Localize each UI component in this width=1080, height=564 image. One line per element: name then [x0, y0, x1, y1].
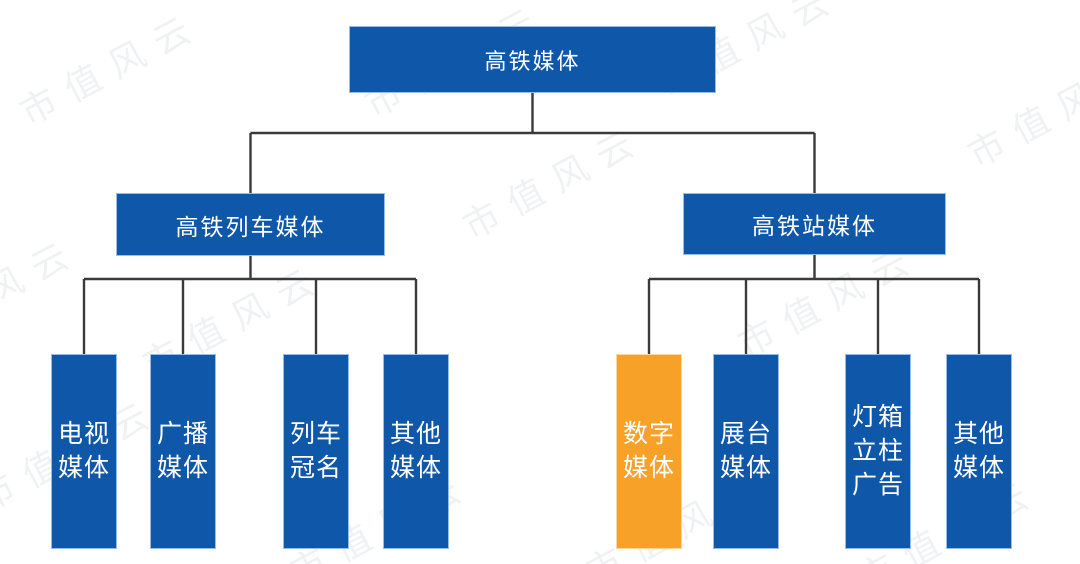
- node-tv-media: 电视 媒体: [51, 354, 117, 549]
- node-label: 灯箱 立柱 广告: [851, 403, 904, 499]
- node-label: 电视 媒体: [57, 420, 110, 482]
- node-booth-media: 展台 媒体: [713, 354, 779, 549]
- node-label: 高铁列车媒体: [175, 214, 326, 240]
- node-hsr-station-media: 高铁站媒体: [683, 193, 946, 255]
- node-label: 其他 媒体: [389, 420, 442, 482]
- node-lightbox-pillar-ads: 灯箱 立柱 广告: [845, 354, 911, 549]
- node-label: 展台 媒体: [719, 420, 772, 482]
- node-label: 列车 冠名: [289, 420, 342, 482]
- tree-edges: [82, 93, 981, 354]
- node-label: 其他 媒体: [952, 420, 1005, 482]
- node-label: 高铁站媒体: [752, 214, 877, 239]
- node-label: 广播 媒体: [156, 420, 209, 482]
- node-hsr-train-media: 高铁列车媒体: [116, 193, 385, 256]
- node-radio-media: 广播 媒体: [150, 354, 216, 549]
- node-other-media-station: 其他 媒体: [946, 354, 1012, 549]
- node-digital-media: 数字 媒体: [616, 354, 682, 549]
- node-other-media-train: 其他 媒体: [383, 354, 449, 549]
- node-train-naming: 列车 冠名: [283, 354, 349, 549]
- node-label: 高铁媒体: [484, 48, 581, 74]
- node-label: 数字 媒体: [622, 420, 675, 482]
- node-hsr-media: 高铁媒体: [349, 26, 716, 93]
